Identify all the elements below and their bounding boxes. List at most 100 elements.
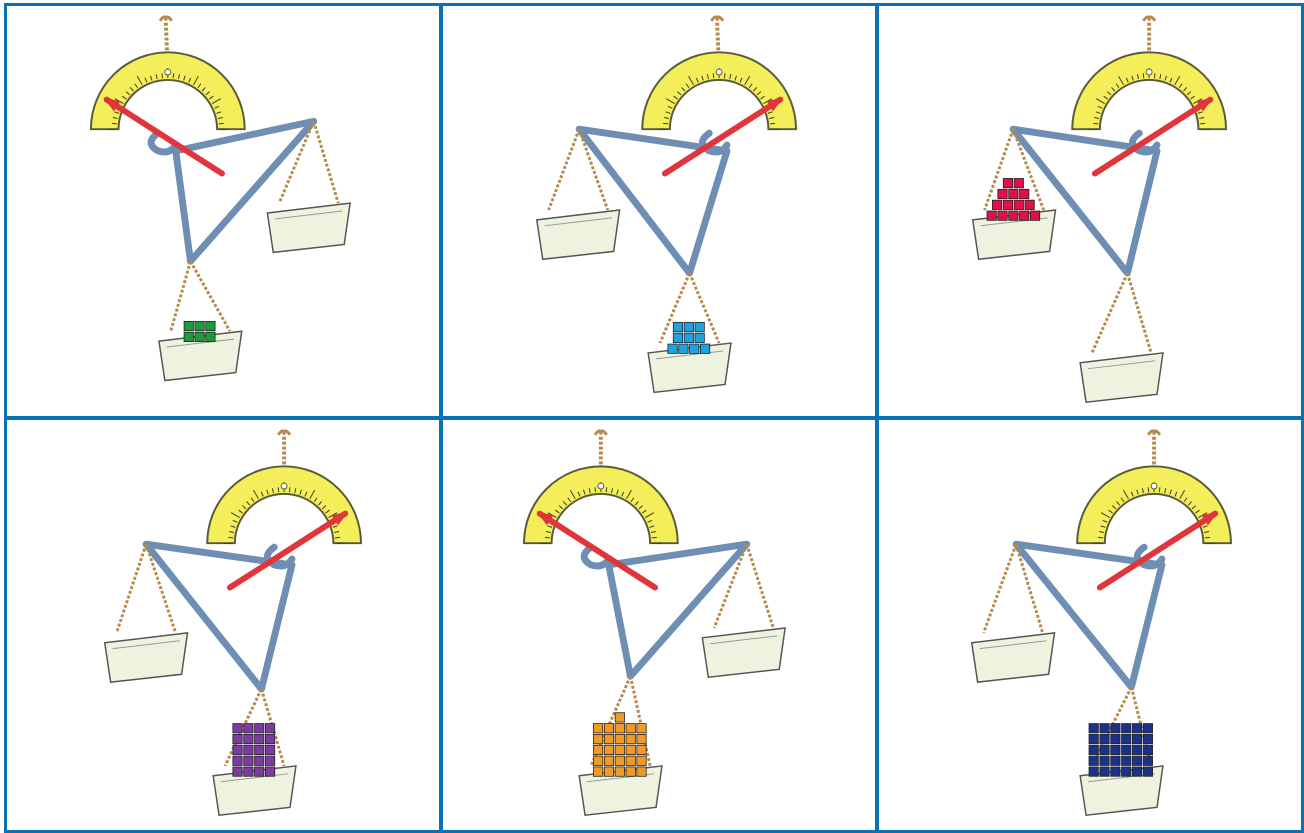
weight-cube	[1020, 211, 1029, 220]
dial-tick	[713, 73, 714, 78]
weight-cube	[206, 332, 215, 341]
weight-cube	[1122, 767, 1131, 776]
weight-cube	[244, 756, 253, 765]
weight-cube	[668, 344, 677, 353]
weight-cube	[1014, 178, 1023, 187]
rope-knot	[1143, 17, 1155, 21]
pan-rope	[549, 129, 580, 210]
weight-cube	[195, 321, 204, 330]
weight-cube	[244, 734, 253, 743]
scale-panel	[876, 417, 1304, 833]
weight-cube	[615, 713, 624, 722]
weight-cube	[626, 734, 635, 743]
weight-cube	[1122, 734, 1131, 743]
weight-cube	[1132, 756, 1141, 765]
scale-panel	[440, 417, 878, 833]
weight-cube	[690, 344, 699, 353]
basket	[105, 633, 188, 682]
hanger-scale-icon	[443, 420, 875, 830]
dial-hole	[281, 483, 287, 489]
weight-cube	[695, 333, 704, 342]
weight-cube	[1089, 745, 1098, 754]
weight-cube	[1111, 734, 1120, 743]
dial-tick	[1205, 537, 1210, 538]
dial-tick	[606, 487, 607, 492]
scale-pointer	[107, 100, 222, 174]
weight-cube	[1143, 724, 1152, 733]
hanger-scale-icon	[7, 6, 439, 416]
dial-tick	[228, 537, 233, 538]
weight-cube	[998, 211, 1007, 220]
weight-cube	[1025, 200, 1034, 209]
weight-cube	[637, 734, 646, 743]
weight-cube	[1014, 200, 1023, 209]
dial-tick	[278, 487, 279, 492]
weight-cube	[1009, 189, 1018, 198]
weight-cube	[1100, 734, 1109, 743]
weight-cube	[637, 724, 646, 733]
dial-tick	[219, 123, 224, 124]
weight-cube	[1089, 767, 1098, 776]
pan-rope	[190, 261, 229, 331]
dial-tick	[335, 537, 340, 538]
rope-knot	[160, 17, 172, 21]
dial-tick	[595, 487, 596, 492]
scale-panel	[4, 417, 442, 833]
weight-cube	[1132, 745, 1141, 754]
weight-cube	[673, 322, 682, 331]
weight-cube	[1100, 756, 1109, 765]
dial-tick	[545, 537, 550, 538]
weight-cube	[1089, 756, 1098, 765]
pan-rope	[714, 544, 747, 628]
dial-hole	[1146, 69, 1152, 75]
weight-cube	[255, 756, 264, 765]
weight-cube	[206, 321, 215, 330]
rope-knot	[1148, 431, 1160, 435]
weight-cube	[615, 734, 624, 743]
weight-cube	[637, 767, 646, 776]
weight-cube	[700, 344, 709, 353]
weight-cube	[265, 756, 274, 765]
weight-cube	[615, 756, 624, 765]
pan-rope	[747, 544, 774, 628]
dial-tick	[162, 73, 163, 78]
dial-tick	[1154, 73, 1155, 78]
weight-cube	[255, 734, 264, 743]
weight-cube	[987, 211, 996, 220]
dial-tick	[289, 487, 290, 492]
weight-cube	[195, 332, 204, 341]
weight-cube	[1143, 767, 1152, 776]
dial-tick	[724, 73, 725, 78]
weight-cube	[1111, 745, 1120, 754]
hanger-scale-icon	[879, 6, 1301, 416]
weight-cube	[1020, 189, 1029, 198]
weight-cube	[593, 745, 602, 754]
weight-cube	[265, 745, 274, 754]
dial-tick	[173, 73, 174, 78]
hanger-scale-icon	[879, 420, 1301, 830]
weight-cube	[593, 724, 602, 733]
scale-pointer	[540, 514, 655, 588]
pan-rope	[279, 121, 313, 203]
dial-tick	[1200, 123, 1205, 124]
weight-cube	[684, 322, 693, 331]
basket	[972, 633, 1055, 682]
weight-cube	[1111, 756, 1120, 765]
weight-cube	[593, 756, 602, 765]
pan-rope	[579, 129, 608, 210]
weight-cube	[626, 756, 635, 765]
dial-tick	[1093, 123, 1098, 124]
weight-cube	[637, 756, 646, 765]
weight-cube	[233, 734, 242, 743]
weight-cube	[1100, 745, 1109, 754]
weight-cube	[615, 724, 624, 733]
dial-hole	[716, 69, 722, 75]
pan-rope	[117, 544, 147, 633]
weight-cube	[1132, 724, 1141, 733]
pan-rope	[660, 273, 690, 343]
rope-knot	[711, 17, 723, 21]
weight-cube	[684, 333, 693, 342]
rope-knot	[278, 431, 290, 435]
weight-cube	[615, 745, 624, 754]
weight-cube	[1089, 724, 1098, 733]
